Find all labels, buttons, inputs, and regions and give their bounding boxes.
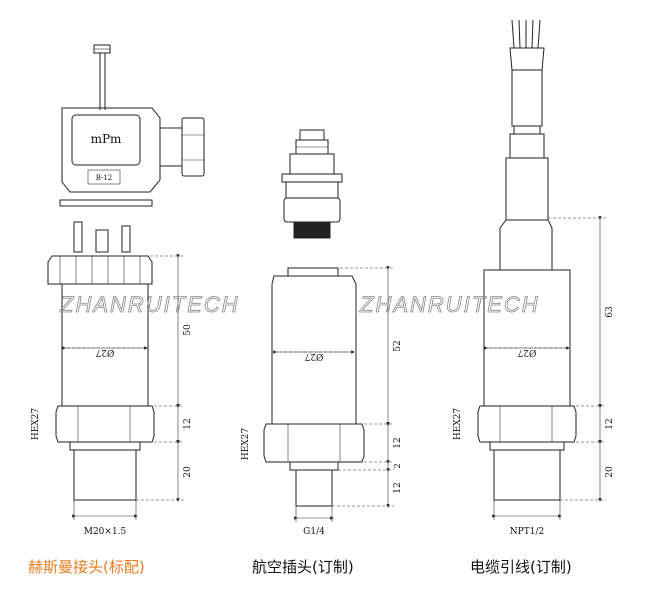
- hex-size-label: HEX27: [241, 428, 251, 461]
- dim-body-height: 52: [393, 340, 403, 351]
- dim-neck-height: 2: [393, 463, 402, 468]
- aviation-plug: [281, 129, 343, 239]
- cable-lead: [505, 19, 549, 221]
- dim-thread-height: 20: [605, 466, 615, 478]
- cable-sensor-body: Ø27 HEX27 NPT1/2 63 12 20: [453, 216, 615, 537]
- dim-body-height: 63: [605, 306, 615, 318]
- body-diameter-label: Ø27: [304, 351, 323, 362]
- dim-thread-height: 12: [393, 482, 403, 493]
- dim-thread-height: 20: [183, 466, 193, 478]
- watermark-left: ZHANRUITECH: [59, 292, 240, 317]
- connector-brand-label: mPm: [91, 132, 122, 146]
- caption-hirschmann: 赫斯曼接头(标配): [28, 558, 145, 576]
- hex-size-label: HEX27: [453, 408, 463, 441]
- caption-aviation-plug: 航空插头(订制): [252, 558, 354, 576]
- dim-hex-height: 12: [393, 437, 403, 448]
- thread-spec-label: M20×1.5: [84, 527, 127, 537]
- watermark-right: ZHANRUITECH: [359, 292, 540, 317]
- hirschmann-connector: mPm B-12: [59, 44, 205, 207]
- dim-hex-height: 12: [183, 418, 193, 429]
- dim-body-height: 50: [183, 324, 193, 336]
- hirschmann-sensor-body: Ø27 HEX27 M20×1.5 50 12 20: [31, 221, 193, 537]
- hex-size-label: HEX27: [31, 408, 41, 441]
- connector-model-label: B-12: [96, 174, 113, 182]
- thread-spec-label: NPT1/2: [510, 527, 544, 537]
- thread-spec-label: G1/4: [303, 527, 325, 537]
- dim-hex-height: 12: [605, 418, 615, 429]
- body-diameter-label: Ø27: [95, 347, 114, 358]
- body-diameter-label: Ø27: [517, 347, 536, 358]
- caption-cable-lead: 电缆引线(订制): [470, 558, 572, 576]
- aviation-sensor-body: Ø27 HEX27 G1/4 52 12 2 12: [241, 266, 403, 537]
